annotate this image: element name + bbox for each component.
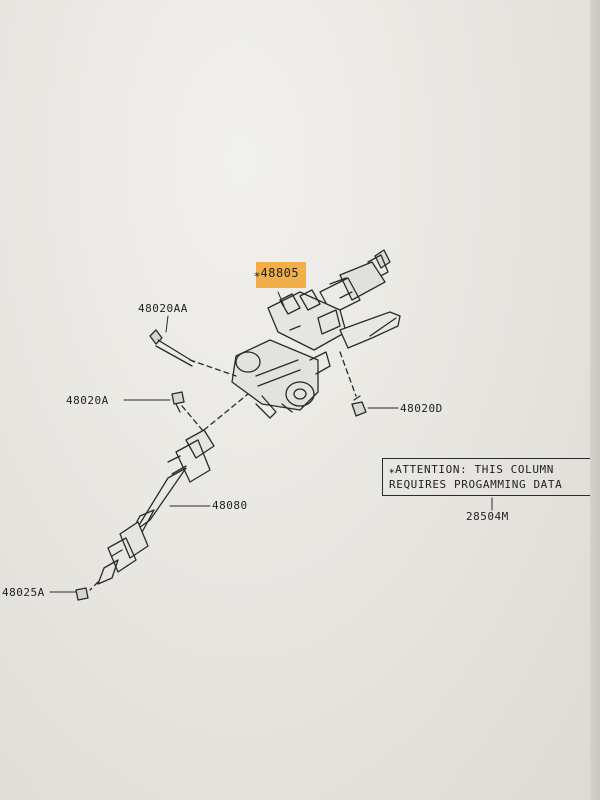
attention-note-line1: ⁎ATTENTION: THIS COLUMN	[389, 463, 554, 476]
bolt-48020aa	[149, 329, 195, 367]
column-mount-bracket	[267, 289, 347, 351]
attention-note-line2: REQUIRES PROGAMMING DATA	[389, 478, 563, 491]
callout-28504m: 28504M	[466, 510, 509, 523]
part-highlight	[256, 262, 306, 288]
callout-48020d: 48020D	[400, 402, 443, 415]
intermediate-shaft	[97, 429, 215, 585]
callout-48020aa: 48020AA	[138, 302, 188, 315]
callout-48080: 48080	[212, 499, 248, 512]
monitor-edge	[590, 0, 600, 800]
tilt-lever	[339, 311, 401, 349]
assembly-lines	[89, 351, 357, 591]
callout-48805: ⁎48805	[254, 266, 300, 280]
bolt-48020a	[171, 391, 185, 413]
bolt-48025a	[75, 587, 89, 601]
callout-48020a: 48020A	[66, 394, 109, 407]
bolt-48020d	[351, 395, 367, 417]
leader-lines	[49, 291, 493, 593]
column-motor-housing	[231, 339, 331, 419]
attention-note: ⁎ATTENTION: THIS COLUMN REQUIRES PROGAMM…	[382, 458, 600, 496]
callout-48025a: 48025A	[2, 586, 45, 599]
